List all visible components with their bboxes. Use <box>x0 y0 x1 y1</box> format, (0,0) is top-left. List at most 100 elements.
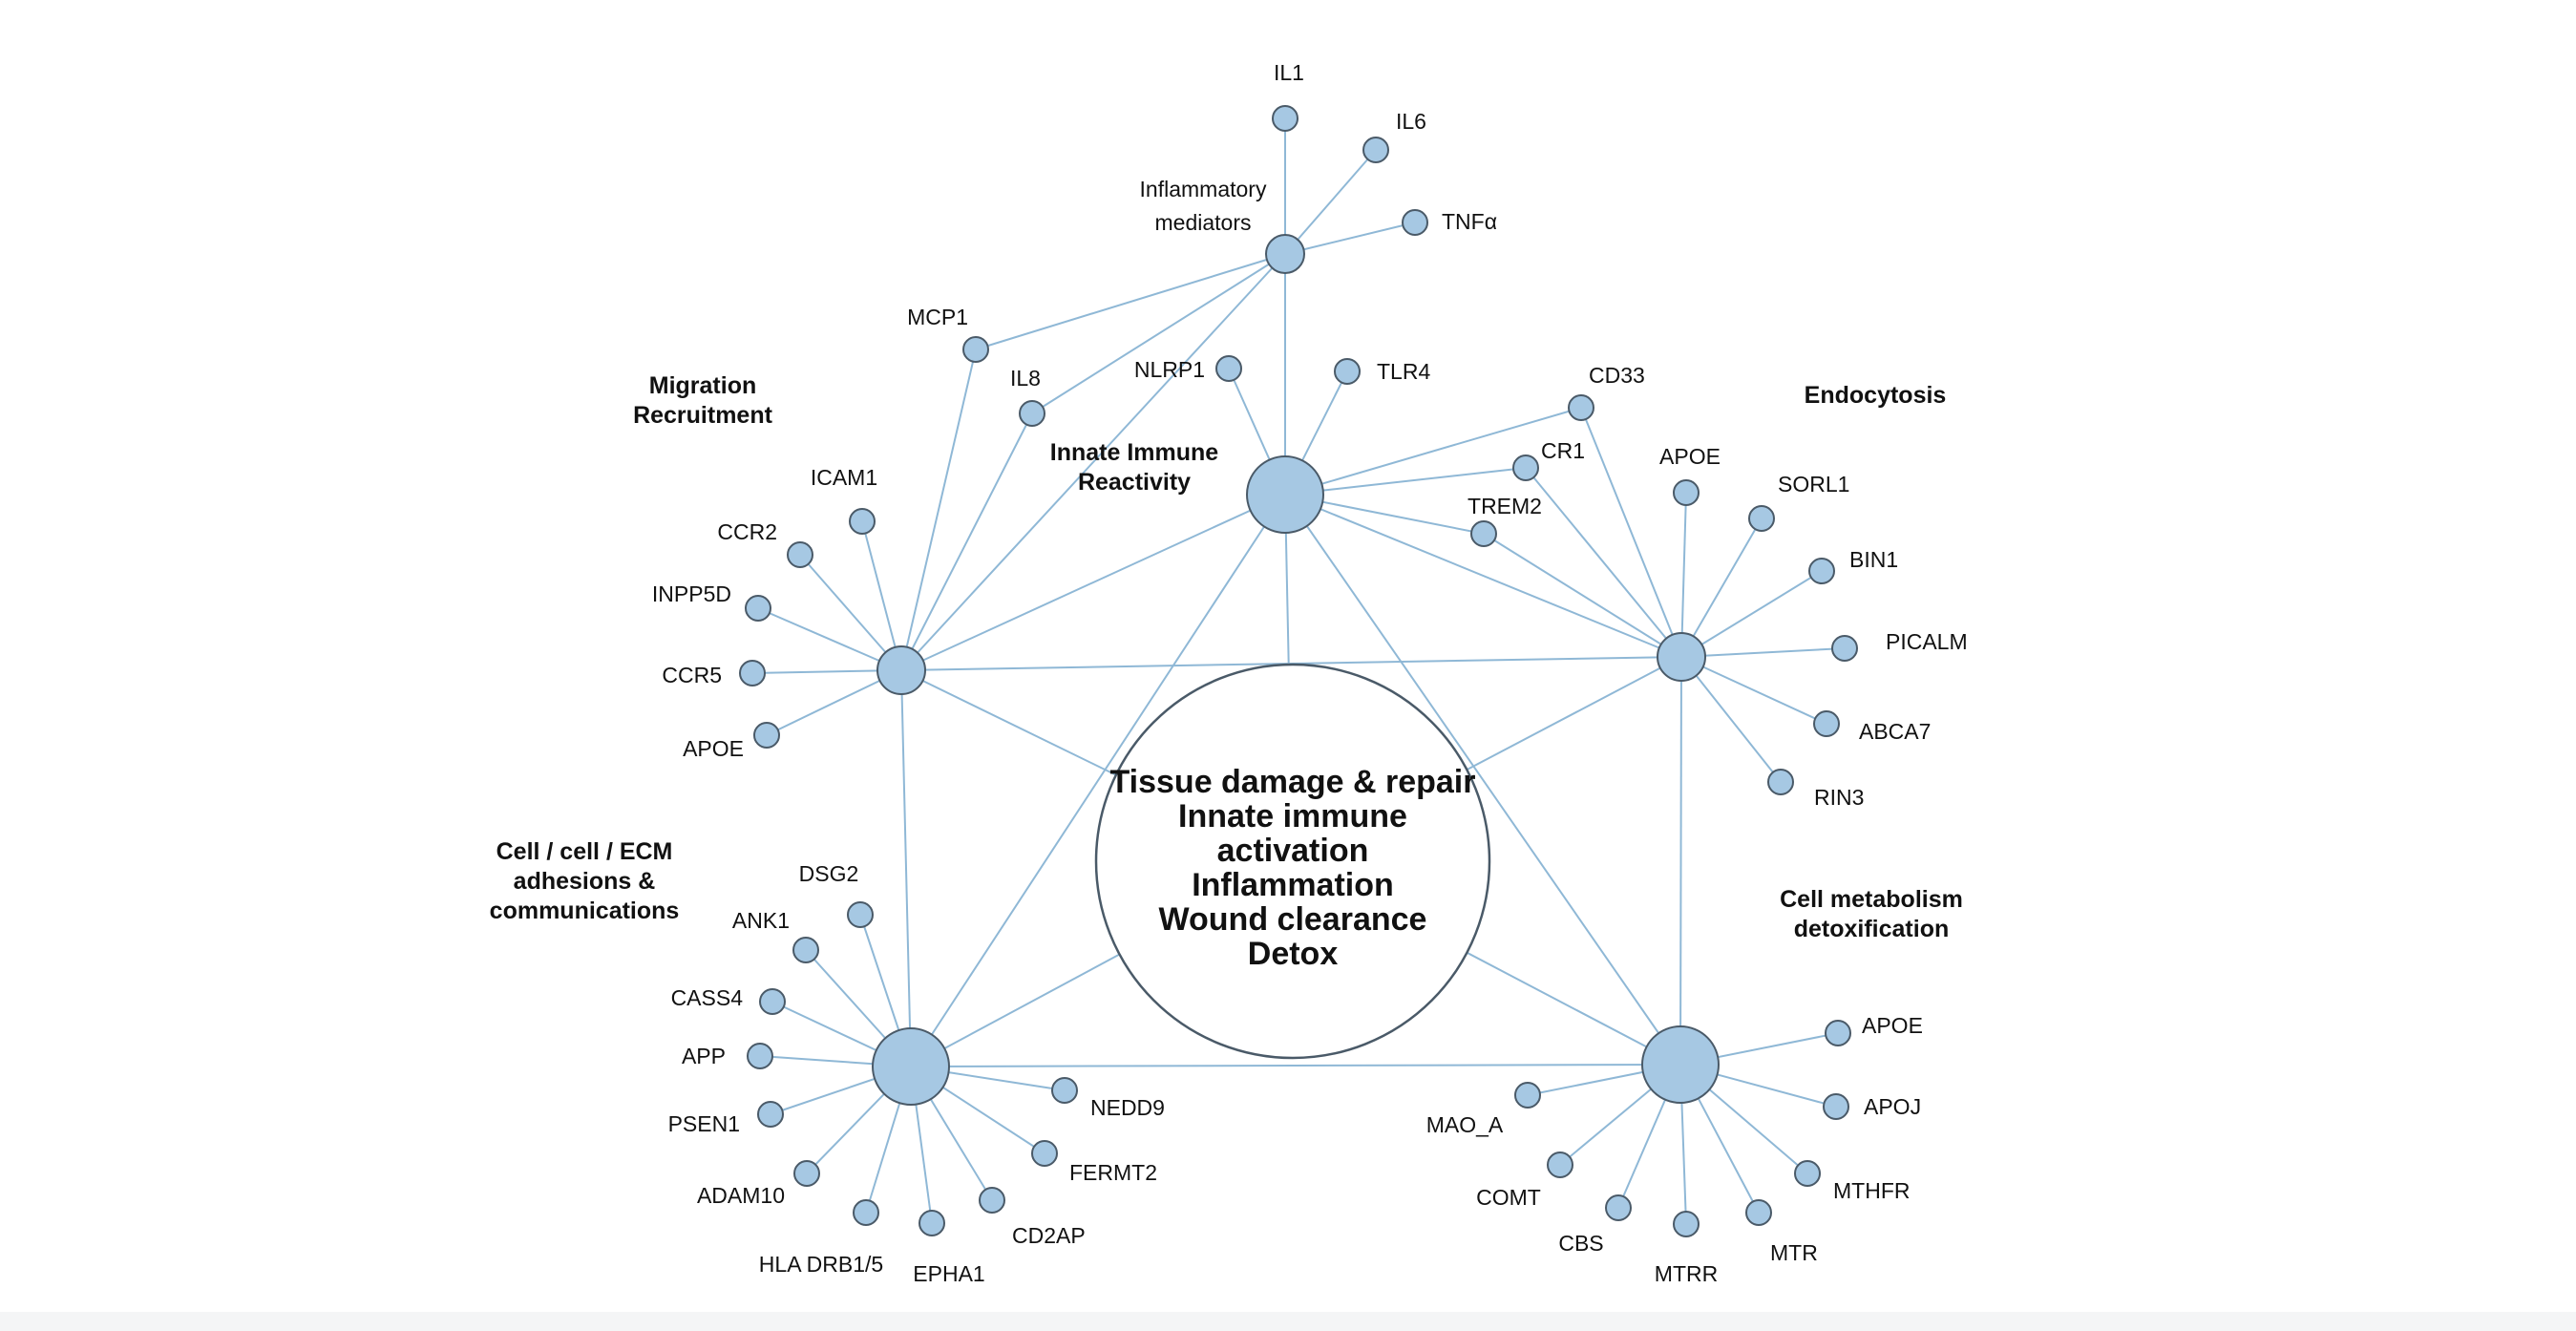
hub-label-metabolism: Cell metabolism <box>1780 886 1963 913</box>
central-label-line: activation <box>1217 833 1369 869</box>
gene-label-epha1: EPHA1 <box>913 1261 984 1286</box>
gene-node-dsg2 <box>847 901 874 928</box>
hub-label-innate: Reactivity <box>1078 469 1191 496</box>
edge-innate-adhesion <box>910 494 1286 1067</box>
edge-inflammatory-mcp1 <box>975 253 1286 350</box>
gene-node-tlr4 <box>1334 358 1361 385</box>
gene-label-cd33: CD33 <box>1589 363 1645 388</box>
gene-node-trem2 <box>1470 520 1497 547</box>
hub-label-endocytosis: Endocytosis <box>1805 382 1947 409</box>
gene-node-icam1 <box>849 508 876 535</box>
edge-innate-cd33 <box>1284 407 1582 496</box>
hub-label-adhesion: communications <box>490 898 680 924</box>
central-process-node <box>1094 663 1491 1060</box>
central-label-line: Innate immune <box>1178 798 1407 835</box>
gene-node-mthfr <box>1794 1160 1821 1187</box>
gene-node-tnfa <box>1402 209 1428 236</box>
gene-node-ank1 <box>792 937 819 963</box>
gene-node-cr1 <box>1512 454 1539 481</box>
edge-endocytosis-metabolism <box>1679 656 1682 1066</box>
central-label-line: Tissue damage & repair <box>1110 764 1476 800</box>
gene-node-mtr <box>1745 1199 1772 1226</box>
edge-migration-icam1 <box>861 520 902 671</box>
edge-migration-inpp5d <box>757 607 902 671</box>
gene-node-comt <box>1547 1151 1573 1178</box>
gene-label-nlrp1: NLRP1 <box>1134 357 1205 382</box>
edge-migration-adhesion <box>900 669 912 1067</box>
edge-migration-ccr5 <box>751 669 902 674</box>
gene-label-app: APP <box>682 1044 726 1068</box>
gene-label-dsg2: DSG2 <box>799 861 859 886</box>
gene-node-ccr5 <box>739 660 766 687</box>
edge-endocytosis-trem2 <box>1483 533 1682 658</box>
gene-node-apoe_m <box>753 722 780 749</box>
gene-node-mao_a <box>1514 1082 1541 1109</box>
hub-label-migration: Recruitment <box>633 402 773 429</box>
edge-endocytosis-sorl1 <box>1680 518 1763 658</box>
hub-label-adhesion: adhesions & <box>514 868 656 895</box>
edge-endocytosis-rin3 <box>1680 656 1782 783</box>
gene-label-picalm: PICALM <box>1886 629 1968 654</box>
gene-label-psen1: PSEN1 <box>668 1111 740 1136</box>
gene-label-mtrr: MTRR <box>1655 1261 1718 1286</box>
gene-label-fermt2: FERMT2 <box>1069 1160 1157 1185</box>
central-label-line: Wound clearance <box>1159 901 1427 938</box>
gene-label-apoe_c: APOE <box>1862 1013 1923 1038</box>
gene-node-fermt2 <box>1031 1140 1058 1167</box>
edge-innate-migration <box>900 494 1286 671</box>
gene-label-inpp5d: INPP5D <box>652 581 731 606</box>
hub-label-inflammatory: mediators <box>1155 210 1252 235</box>
gene-label-adam10: ADAM10 <box>697 1183 785 1208</box>
gene-node-il8 <box>1019 400 1045 427</box>
gene-node-nlrp1 <box>1215 355 1242 382</box>
gene-node-abca7 <box>1813 710 1840 737</box>
gene-label-cr1: CR1 <box>1541 438 1585 463</box>
edge-inflammatory-il6 <box>1284 149 1377 255</box>
gene-node-cass4 <box>759 988 786 1015</box>
edge-innate-endocytosis <box>1284 494 1682 658</box>
gene-label-comt: COMT <box>1476 1185 1541 1210</box>
edge-endocytosis-bin1 <box>1680 570 1823 658</box>
gene-node-rin3 <box>1767 769 1794 795</box>
gene-node-nedd9 <box>1051 1077 1078 1104</box>
gene-label-il6: IL6 <box>1396 109 1426 134</box>
gene-node-app <box>747 1043 773 1069</box>
gene-node-inpp5d <box>745 595 771 622</box>
gene-node-il6 <box>1362 137 1389 163</box>
gene-label-tnfa: TNFα <box>1442 209 1497 234</box>
gene-label-ank1: ANK1 <box>732 908 790 933</box>
edge-migration-apoe_m <box>766 669 902 736</box>
gene-node-cd33 <box>1568 394 1594 421</box>
gene-node-il1 <box>1272 105 1299 132</box>
gene-label-cass4: CASS4 <box>671 985 744 1010</box>
hub-label-migration: Migration <box>649 372 757 399</box>
gene-label-bin1: BIN1 <box>1849 547 1898 572</box>
edge-inflammatory-tnfa <box>1284 222 1416 255</box>
hub-label-inflammatory: Inflammatory <box>1140 177 1267 201</box>
gene-label-il1: IL1 <box>1274 60 1304 85</box>
edge-innate-metabolism <box>1284 494 1681 1066</box>
edge-innate-cr1 <box>1284 467 1527 496</box>
hub-node-innate <box>1246 455 1324 534</box>
gene-label-nedd9: NEDD9 <box>1090 1095 1165 1120</box>
edge-migration-il8 <box>900 412 1033 671</box>
edge-endocytosis-picalm <box>1680 647 1846 658</box>
gene-label-mthfr: MTHFR <box>1833 1178 1910 1203</box>
hub-node-adhesion <box>872 1027 950 1106</box>
gene-node-picalm <box>1831 635 1858 662</box>
gene-label-ccr2: CCR2 <box>717 519 777 544</box>
gene-node-mtrr <box>1673 1211 1700 1237</box>
gene-node-cbs <box>1605 1194 1632 1221</box>
gene-label-mcp1: MCP1 <box>907 305 968 329</box>
edge-endocytosis-abca7 <box>1680 656 1827 725</box>
hub-label-metabolism: detoxification <box>1794 916 1950 942</box>
gene-label-mtr: MTR <box>1770 1240 1818 1265</box>
edge-migration-ccr2 <box>799 554 902 671</box>
gene-label-ccr5: CCR5 <box>662 663 722 687</box>
gene-label-il8: IL8 <box>1010 366 1041 391</box>
gene-label-mao_a: MAO_A <box>1426 1112 1504 1137</box>
node-layer <box>739 105 1858 1237</box>
central-label-line: Inflammation <box>1192 867 1394 903</box>
gene-node-epha1 <box>918 1210 945 1236</box>
